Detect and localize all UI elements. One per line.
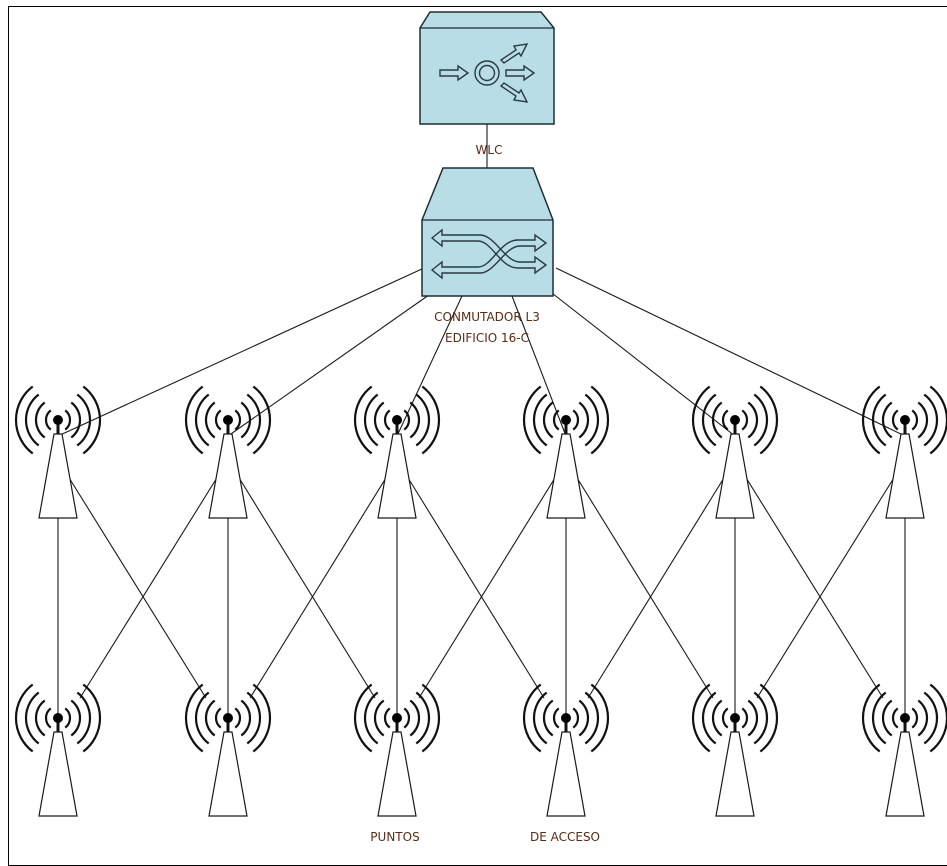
radio-tower-icon bbox=[184, 385, 272, 519]
layer3-switch-device bbox=[421, 167, 554, 297]
radio-tower-icon bbox=[184, 683, 272, 817]
ap-diagonal-link bbox=[756, 459, 906, 699]
radio-tower-icon bbox=[522, 385, 610, 519]
wlc-label: WLC bbox=[476, 143, 503, 157]
ap-diagonal-link bbox=[249, 459, 398, 699]
layer3-switch-icon bbox=[430, 228, 548, 280]
radio-tower-icon bbox=[691, 683, 779, 817]
access-points-label-right: DE ACCESO bbox=[530, 830, 600, 844]
ap-diagonal-link bbox=[79, 459, 229, 699]
ap-diagonal-link bbox=[734, 459, 884, 699]
wireless-lan-controller-icon bbox=[439, 43, 536, 103]
radio-tower-icon bbox=[353, 683, 441, 817]
access-points-label-left: PUNTOS bbox=[370, 830, 419, 844]
radio-tower-icon bbox=[861, 385, 947, 519]
ap-diagonal-link bbox=[57, 459, 207, 699]
switch-label-line2: EDIFICIO 16-C bbox=[445, 331, 529, 345]
access-points bbox=[14, 385, 947, 817]
switch-to-ap-link bbox=[57, 267, 425, 437]
connection-lines bbox=[57, 124, 906, 736]
ap-diagonal-link bbox=[565, 459, 714, 699]
radio-tower-icon bbox=[14, 683, 102, 817]
ap-diagonal-link bbox=[396, 459, 545, 699]
radio-tower-icon bbox=[353, 385, 441, 519]
ap-diagonal-link bbox=[227, 459, 376, 699]
radio-tower-icon bbox=[522, 683, 610, 817]
radio-tower-icon bbox=[14, 385, 102, 519]
ap-diagonal-link bbox=[418, 459, 567, 699]
wlc-device bbox=[419, 11, 555, 125]
radio-tower-icon bbox=[691, 385, 779, 519]
switch-label-line1: CONMUTADOR L3 bbox=[434, 310, 540, 324]
switch-to-ap-link bbox=[227, 289, 437, 437]
radio-tower-icon bbox=[861, 683, 947, 817]
switch-to-ap-link bbox=[555, 267, 906, 437]
ap-diagonal-link bbox=[587, 459, 736, 699]
